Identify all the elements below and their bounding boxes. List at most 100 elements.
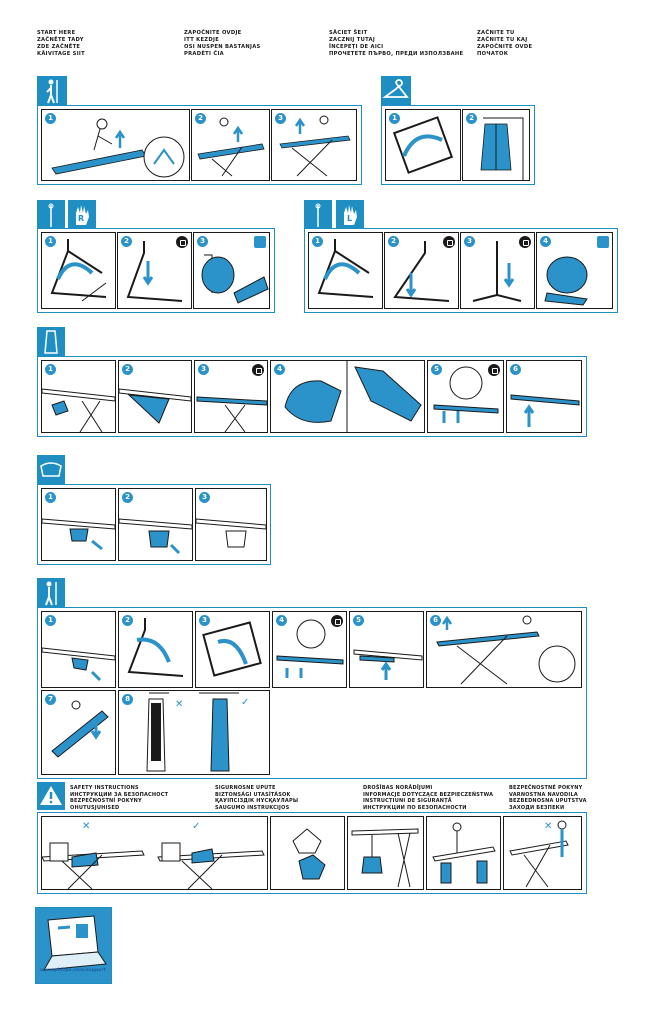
height-step-5-illustration bbox=[433, 366, 499, 423]
right-rest-step-2-illustration bbox=[126, 241, 183, 302]
storage-step-3: 3 bbox=[195, 611, 270, 688]
tray-tab bbox=[37, 455, 65, 485]
left-hand-tab: L bbox=[336, 200, 364, 230]
right-hand-label: R bbox=[78, 214, 85, 223]
step-number: 1 bbox=[389, 113, 400, 124]
storage-tab bbox=[37, 578, 65, 608]
height-step-1-illustration bbox=[42, 388, 115, 432]
wrong-mark-icon: ✕ bbox=[82, 821, 91, 832]
step-number: 5 bbox=[353, 615, 364, 626]
storage-step-8: 8 ✕ ✓ bbox=[118, 690, 270, 775]
step-number: 6 bbox=[430, 615, 441, 626]
right-hand-tab: R bbox=[68, 200, 96, 230]
step-number: 2 bbox=[388, 236, 399, 247]
step-number: 2 bbox=[466, 113, 477, 124]
support-url[interactable]: www.philips.com/support bbox=[40, 968, 106, 973]
step-number: 1 bbox=[45, 113, 56, 124]
left-rest-step-2-illustration bbox=[393, 241, 450, 302]
unfold-step-3: 3 bbox=[271, 109, 357, 181]
hand-icon bbox=[254, 236, 266, 248]
step-number: 3 bbox=[275, 113, 286, 124]
correct-check-icon: ✓ bbox=[241, 697, 250, 708]
unfold-step-2: 2 bbox=[191, 109, 270, 181]
step-number: 2 bbox=[122, 492, 133, 503]
height-section: 1 2 3 4 5 bbox=[37, 356, 587, 437]
height-step-6: 6 bbox=[506, 360, 582, 433]
setup-tab bbox=[37, 76, 67, 106]
tray-section: 1 2 3 bbox=[37, 484, 271, 565]
height-step-4: 4 bbox=[270, 360, 425, 433]
left-rest-step-3: 3 bbox=[460, 232, 535, 309]
height-step-2-illustration bbox=[119, 388, 191, 424]
left-rest-step-4: 4 bbox=[536, 232, 613, 309]
step-number: 3 bbox=[199, 615, 210, 626]
storage-section: 1 2 3 4 5 bbox=[37, 607, 587, 779]
board-height-tab bbox=[37, 327, 65, 357]
warning-icon bbox=[40, 786, 62, 805]
step-number: 2 bbox=[122, 615, 133, 626]
safety-panel-4-illustration bbox=[432, 822, 496, 884]
storage-step-2: 2 bbox=[118, 611, 193, 688]
storage-step-3-illustration bbox=[202, 621, 262, 677]
safety-panel-5-illustration bbox=[509, 820, 569, 888]
hand-icon bbox=[597, 236, 609, 248]
hanger-step-1-illustration bbox=[392, 116, 454, 174]
safety-panel-2-illustration bbox=[292, 828, 326, 880]
left-rest-step-3-illustration bbox=[472, 241, 522, 302]
unfold-section: 1 2 3 bbox=[37, 105, 362, 185]
hanger-step-2-illustration bbox=[480, 117, 524, 180]
safety-panel-5: ✕ bbox=[503, 816, 582, 890]
right-rest-step-1-illustration bbox=[50, 239, 107, 302]
tray-step-2-illustration bbox=[119, 518, 192, 555]
safety-panel-3-illustration bbox=[351, 828, 419, 888]
step-number: 1 bbox=[45, 236, 56, 247]
support-card: www.philips.com/support bbox=[35, 907, 112, 984]
warning-tab bbox=[37, 782, 65, 810]
step-number: 5 bbox=[431, 364, 442, 375]
height-step-5: 5 bbox=[427, 360, 504, 433]
unfold-step-3-illustration bbox=[279, 115, 351, 177]
step-number: 3 bbox=[198, 364, 209, 375]
stand-icon bbox=[315, 203, 321, 227]
storage-step-7: 7 bbox=[41, 690, 116, 775]
height-step-3: 3 bbox=[194, 360, 268, 433]
left-rest-step-1: 1 bbox=[308, 232, 383, 309]
step-number: 3 bbox=[197, 236, 208, 247]
step-number: 4 bbox=[540, 236, 551, 247]
wrong-mark-icon: ✕ bbox=[175, 699, 184, 710]
tray-step-2: 2 bbox=[118, 488, 193, 561]
height-step-6-illustration bbox=[510, 394, 580, 427]
right-rest-step-1: 1 bbox=[41, 232, 116, 309]
step-number: 1 bbox=[312, 236, 323, 247]
height-step-2: 2 bbox=[118, 360, 192, 433]
safety-panel-1-illustration bbox=[42, 842, 265, 889]
safety-section: ✕ ✓ ✕ bbox=[37, 812, 587, 894]
laptop-icon bbox=[43, 915, 107, 971]
iron-rest-tab bbox=[37, 200, 65, 230]
hanger-step-1: 1 bbox=[385, 109, 461, 181]
height-step-4-illustration bbox=[284, 361, 422, 432]
correct-check-icon: ✓ bbox=[192, 821, 201, 832]
step-number: 1 bbox=[45, 615, 56, 626]
step-number: 3 bbox=[199, 492, 210, 503]
lock-icon bbox=[519, 236, 531, 248]
storage-step-8-illustration bbox=[146, 692, 239, 772]
storage-step-5-illustration bbox=[353, 649, 423, 680]
lock-icon bbox=[488, 364, 500, 376]
left-hand-icon bbox=[344, 205, 357, 225]
tray-step-3: 3 bbox=[195, 488, 267, 561]
tray-icon bbox=[40, 462, 62, 477]
unfold-step-1-illustration bbox=[51, 118, 185, 178]
unfold-step-1: 1 bbox=[41, 109, 190, 181]
storage-step-1: 1 bbox=[41, 611, 116, 688]
step-number: 8 bbox=[122, 694, 133, 705]
storage-step-4-illustration bbox=[276, 619, 344, 678]
storage-step-6-illustration bbox=[436, 615, 576, 685]
